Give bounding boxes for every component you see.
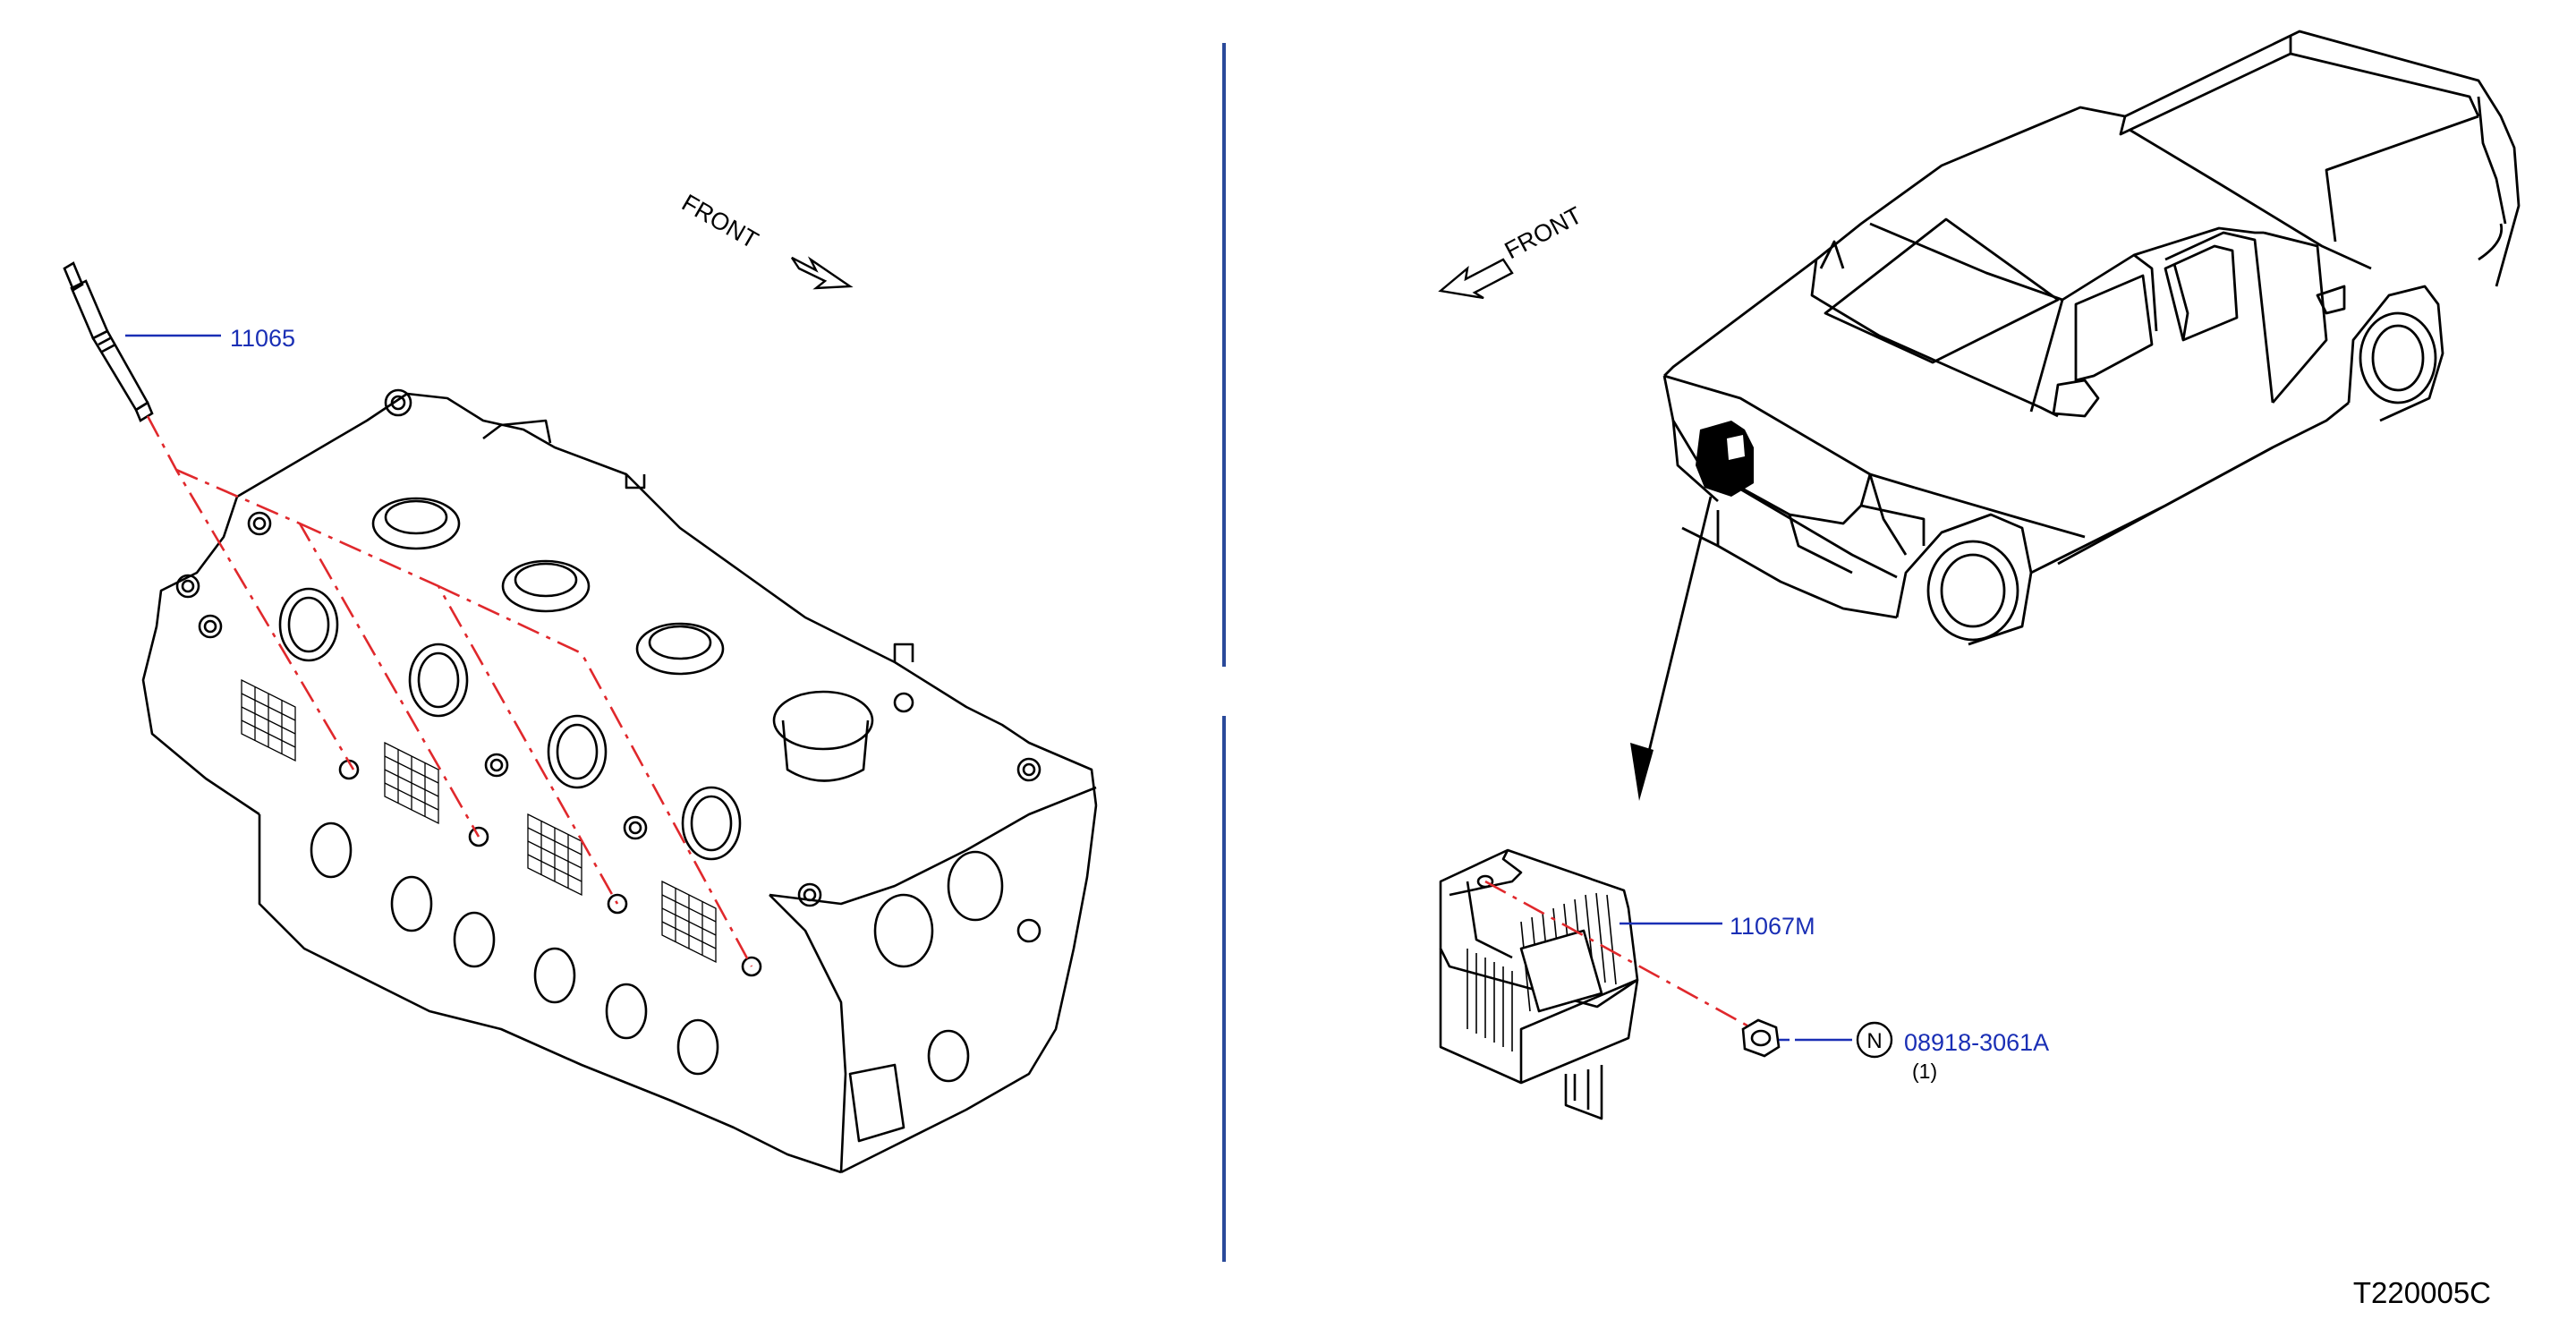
hatched-wells [241,678,717,964]
control-unit-location[interactable] [1696,421,1754,497]
nut-badge-circle [1856,1021,1893,1059]
glow-plug[interactable] [63,261,154,422]
arrow-down-icon [1630,743,1654,801]
part-number-control-unit[interactable]: 11067M [1730,913,1815,940]
nut-quantity: (1) [1912,1060,1937,1083]
part-number-glow-plug[interactable]: 11065 [230,325,295,352]
front-indicator-right: FRONT [1438,201,1586,300]
callout-11067M: 11067M [1620,913,1815,940]
front-arrow-icon [791,256,854,290]
cylinder-head-drawing [141,388,1098,1174]
front-label-left: FRONT [677,189,763,253]
install-path-lines [146,415,753,967]
figure-code: T220005C [2353,1276,2491,1309]
location-arrow [1630,496,1713,801]
front-label-right: FRONT [1501,201,1586,264]
callout-11065: 11065 [125,325,295,352]
glow-control-unit[interactable] [1439,848,1639,1120]
hex-nut[interactable] [1741,1018,1781,1058]
part-number-nut[interactable]: 08918-3061A [1904,1029,2049,1056]
front-indicator-left: FRONT [677,189,854,290]
callout-nut: N 08918-3061A (1) [1779,1021,2049,1083]
pickup-truck-drawing [1662,30,2521,646]
nut-badge: N [1866,1029,1882,1053]
front-arrow-icon [1438,258,1514,300]
mount-path-line [1484,880,1755,1031]
